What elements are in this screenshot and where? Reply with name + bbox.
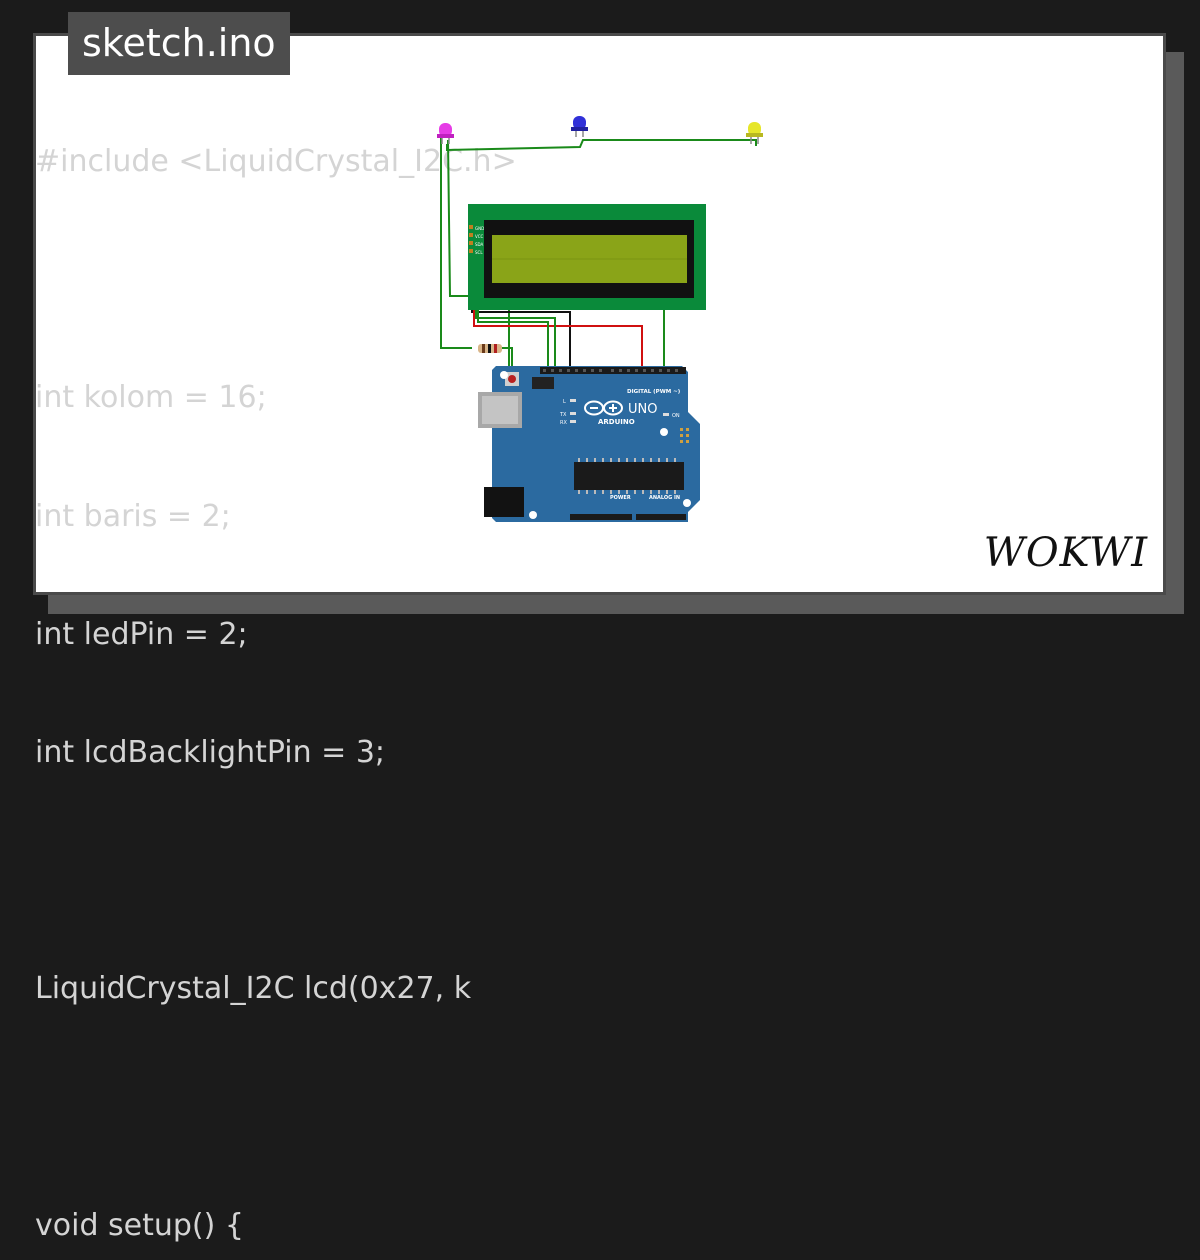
wire-led-to-resistor bbox=[440, 138, 472, 349]
wokwi-logo: WOKWI bbox=[984, 530, 1148, 576]
code-line: LiquidCrystal_I2C lcd(0x27, k bbox=[35, 971, 472, 1007]
led-magenta[interactable] bbox=[437, 123, 454, 144]
on-label: ON bbox=[672, 413, 680, 419]
chip-pins bbox=[578, 458, 676, 494]
rx-led-icon bbox=[570, 420, 576, 423]
tx-led-icon bbox=[570, 412, 576, 415]
digital-label: DIGITAL (PWM ~) bbox=[627, 389, 681, 395]
microcontroller-chip bbox=[574, 462, 684, 490]
code-line: #include <LiquidCrystal_I2C.h> bbox=[35, 144, 517, 179]
tx-label: TX bbox=[559, 412, 567, 418]
circuit-diagram: GND VCC SDA SCL DIGITAL (PWM ~) UNO bbox=[437, 116, 1148, 576]
lcd-display[interactable]: GND VCC SDA SCL bbox=[468, 204, 706, 310]
lcd-pin-scl: SCL bbox=[475, 250, 483, 255]
rx-label: RX bbox=[560, 420, 567, 426]
lcd-pin-sda: SDA bbox=[475, 242, 484, 247]
icsp-side-header bbox=[680, 428, 689, 443]
code-line bbox=[35, 1084, 517, 1132]
led-yellow[interactable] bbox=[746, 122, 763, 144]
analog-label: ANALOG IN bbox=[649, 495, 680, 501]
led-blue[interactable] bbox=[571, 116, 588, 137]
digital-pin-holes bbox=[543, 369, 678, 372]
power-jack bbox=[484, 487, 524, 517]
lcd-pin-gnd: GND bbox=[475, 226, 484, 231]
arduino-model: UNO bbox=[628, 402, 657, 417]
l-led-icon bbox=[570, 399, 576, 402]
wire-resistor-to-arduino bbox=[502, 347, 513, 372]
arduino-brand: ARDUINO bbox=[598, 418, 635, 426]
resistor[interactable] bbox=[478, 344, 502, 353]
lcd-pin-header bbox=[469, 225, 473, 253]
analog-header bbox=[636, 514, 686, 520]
mount-hole bbox=[529, 511, 537, 519]
wokwi-logo-text: WOKWI bbox=[984, 530, 1148, 576]
power-header bbox=[570, 514, 632, 520]
code-line: int kolom = 16; bbox=[35, 380, 267, 416]
l-label: L bbox=[563, 399, 566, 405]
code-line bbox=[35, 847, 517, 895]
code-line: int baris = 2; bbox=[35, 498, 231, 534]
arduino-uno[interactable]: DIGITAL (PWM ~) UNO ARDUINO ON L TX RX bbox=[478, 366, 700, 522]
code-line: int lcdBacklightPin = 3; bbox=[35, 734, 386, 770]
mount-hole bbox=[683, 499, 691, 507]
mount-hole bbox=[660, 428, 668, 436]
lcd-pin-vcc: VCC bbox=[475, 234, 484, 239]
file-tab[interactable]: sketch.ino bbox=[68, 12, 290, 75]
wire-led-common bbox=[446, 139, 757, 152]
arduino-logo-icon bbox=[584, 400, 623, 416]
mount-hole bbox=[500, 371, 508, 379]
power-label: POWER bbox=[610, 495, 631, 501]
on-led-icon bbox=[663, 413, 669, 416]
code-line: void setup() { bbox=[35, 1207, 244, 1243]
